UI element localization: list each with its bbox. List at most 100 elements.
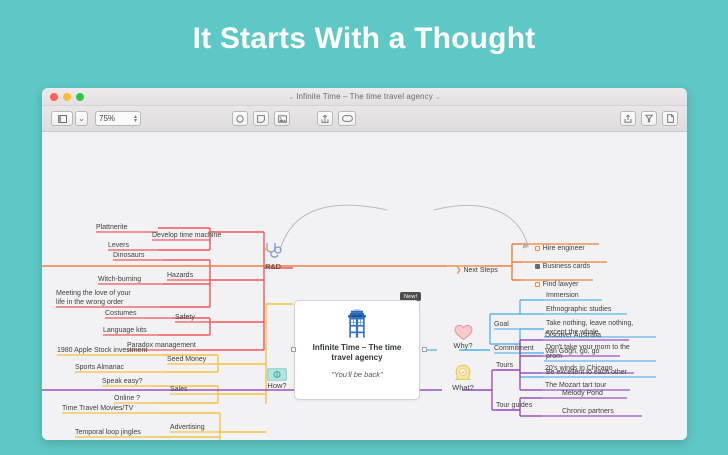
node-online[interactable]: Online ? — [114, 395, 141, 402]
branch-what[interactable]: What? — [446, 364, 480, 392]
node-witch-burning[interactable]: Witch-burning — [98, 276, 142, 283]
node-tours[interactable]: Tours — [496, 362, 514, 369]
node-apple-stock[interactable]: 1980 Apple Stock investment — [57, 347, 148, 354]
node-meeting-love[interactable]: Meeting the love of your life in the wro… — [56, 290, 131, 306]
node-discover-australia[interactable]: Discover Australia — [545, 332, 602, 339]
node-seed-money[interactable]: Seed Money — [167, 356, 207, 363]
node-business-cards[interactable]: Business cards — [523, 253, 590, 280]
node-goal[interactable]: Goal — [494, 321, 509, 328]
note-icon[interactable] — [253, 111, 269, 126]
node-van-gogh[interactable]: Van Gogh, go, go — [545, 348, 600, 355]
node-commitment[interactable]: Commitment — [494, 345, 534, 352]
next-steps-caret-icon: ❯ — [455, 267, 464, 274]
node-find-lawyer[interactable]: Find lawyer — [523, 271, 578, 298]
branch-next-steps[interactable]: ❯ Next Steps — [444, 257, 498, 284]
node-levers[interactable]: Levers — [108, 242, 130, 249]
police-box-icon — [348, 309, 366, 338]
window-titlebar[interactable]: ⌄ Infinite Time – The time travel agency… — [42, 88, 687, 106]
node-tour-guides[interactable]: Tour guides — [496, 402, 533, 409]
root-node[interactable]: Infinite Time – The time travel agency "… — [294, 300, 420, 400]
node-plattnerite[interactable]: Plattnerite — [96, 224, 128, 231]
traffic-lights — [50, 93, 84, 101]
node-immersion[interactable]: Immersion — [546, 292, 579, 299]
stepper-down-icon[interactable]: ▾ — [133, 117, 137, 124]
node-chronic-partners[interactable]: Chronic partners — [562, 408, 614, 415]
window-title: Infinite Time – The time travel agency — [296, 92, 433, 101]
branch-rd-label: R&D — [265, 262, 281, 271]
node-speak-easy[interactable]: Speak easy? — [102, 378, 143, 385]
node-tt-movies-tv[interactable]: Time Travel Movies/TV — [62, 405, 134, 412]
node-take-nothing[interactable]: Take nothing, leave nothing, except the … — [546, 320, 634, 336]
checkbox-business-cards[interactable] — [534, 263, 540, 269]
document-icon[interactable] — [662, 111, 678, 126]
node-business-cards-label: Business cards — [542, 263, 591, 270]
node-loop-jingles[interactable]: Temporal loop jingles — [75, 429, 141, 436]
circle-icon[interactable] — [232, 111, 248, 126]
node-safety[interactable]: Safety — [175, 314, 195, 321]
app-window: ⌄ Infinite Time – The time travel agency… — [42, 88, 687, 440]
node-chicago-winds[interactable]: 20's winds in Chicago — [545, 365, 613, 372]
branch-rd[interactable]: R&D — [258, 242, 288, 271]
window-toolbar: ⌄ 75% ▴▾ — [42, 106, 687, 132]
node-mom-prom[interactable]: Don't take your mom to the prom — [546, 344, 630, 360]
heart-icon — [453, 324, 473, 341]
node-hazards[interactable]: Hazards — [167, 272, 194, 279]
branch-how-label: How? — [267, 381, 287, 390]
stepper-up-icon[interactable]: ▴ — [133, 113, 137, 120]
panel-icon — [57, 114, 67, 123]
zoom-stepper[interactable]: ▴▾ — [133, 113, 137, 124]
badge-icon — [454, 364, 472, 380]
page-headline: It Starts With a Thought — [192, 22, 536, 55]
share-group — [312, 111, 356, 126]
zoom-input[interactable]: 75% ▴▾ — [95, 111, 141, 126]
insert-group — [227, 111, 290, 126]
branch-how[interactable]: How? — [260, 368, 294, 390]
title-right-caret: ⌄ — [432, 94, 441, 101]
root-title: Infinite Time – The time travel agency — [312, 342, 402, 362]
node-mozart-tart-tour[interactable]: The Mozart tart tour — [545, 382, 607, 389]
minimize-button[interactable] — [63, 93, 71, 101]
node-advertising[interactable]: Advertising — [170, 424, 205, 431]
share-icon[interactable] — [317, 111, 333, 126]
view-mode-dropdown[interactable]: ⌄ — [75, 111, 88, 126]
view-mode-button[interactable] — [51, 111, 73, 126]
node-hire-engineer-label: Hire engineer — [542, 245, 585, 252]
branch-next-steps-label: Next Steps — [463, 267, 498, 274]
close-button[interactable] — [50, 93, 58, 101]
image-icon[interactable] — [274, 111, 290, 126]
new-callout[interactable]: New! — [400, 292, 422, 301]
node-find-lawyer-label: Find lawyer — [542, 281, 579, 288]
zoom-value: 75% — [99, 114, 116, 123]
title-left-caret: ⌄ — [288, 94, 297, 101]
node-dinosaurs[interactable]: Dinosaurs — [113, 252, 145, 259]
stethoscope-icon — [264, 243, 282, 258]
comment-icon[interactable] — [338, 111, 356, 126]
node-sports-almanac[interactable]: Sports Almanac — [75, 364, 125, 371]
node-develop-time-machine[interactable]: Develop time machine — [152, 232, 222, 239]
mindmap-canvas[interactable]: New! Infinite Time – The — [42, 132, 687, 440]
branch-what-label: What? — [452, 383, 474, 392]
node-language-kits[interactable]: Language kits — [103, 327, 147, 334]
node-paradox-management[interactable]: Paradox management — [127, 342, 196, 349]
root-handle-right[interactable] — [422, 347, 427, 352]
node-costumes[interactable]: Costumes — [105, 310, 137, 317]
window-title-wrap: ⌄ Infinite Time – The time travel agency… — [42, 88, 687, 107]
node-sales[interactable]: Sales — [170, 386, 188, 393]
node-melody-pond[interactable]: Melody Pond — [562, 390, 603, 397]
inspector-icon[interactable] — [641, 111, 657, 126]
money-icon — [267, 368, 287, 381]
checkbox-find-lawyer[interactable] — [534, 281, 540, 287]
node-be-excellent[interactable]: Be excellent to each other — [546, 369, 627, 376]
right-toolbar-group — [615, 111, 678, 126]
node-ethnographic-studies[interactable]: Ethnographic studies — [546, 306, 612, 313]
root-handle-left[interactable] — [291, 347, 296, 352]
zoom-button[interactable] — [76, 93, 84, 101]
view-mode-group[interactable]: ⌄ — [51, 111, 88, 126]
branch-why-label: Why? — [453, 341, 473, 350]
checkbox-hire-engineer[interactable] — [534, 245, 540, 251]
root-subtitle: "You'll be back" — [331, 369, 383, 379]
export-icon[interactable] — [620, 111, 636, 126]
mindmap-connectors — [42, 204, 656, 440]
branch-why[interactable]: Why? — [446, 324, 480, 350]
node-hire-engineer[interactable]: Hire engineer — [523, 235, 585, 262]
